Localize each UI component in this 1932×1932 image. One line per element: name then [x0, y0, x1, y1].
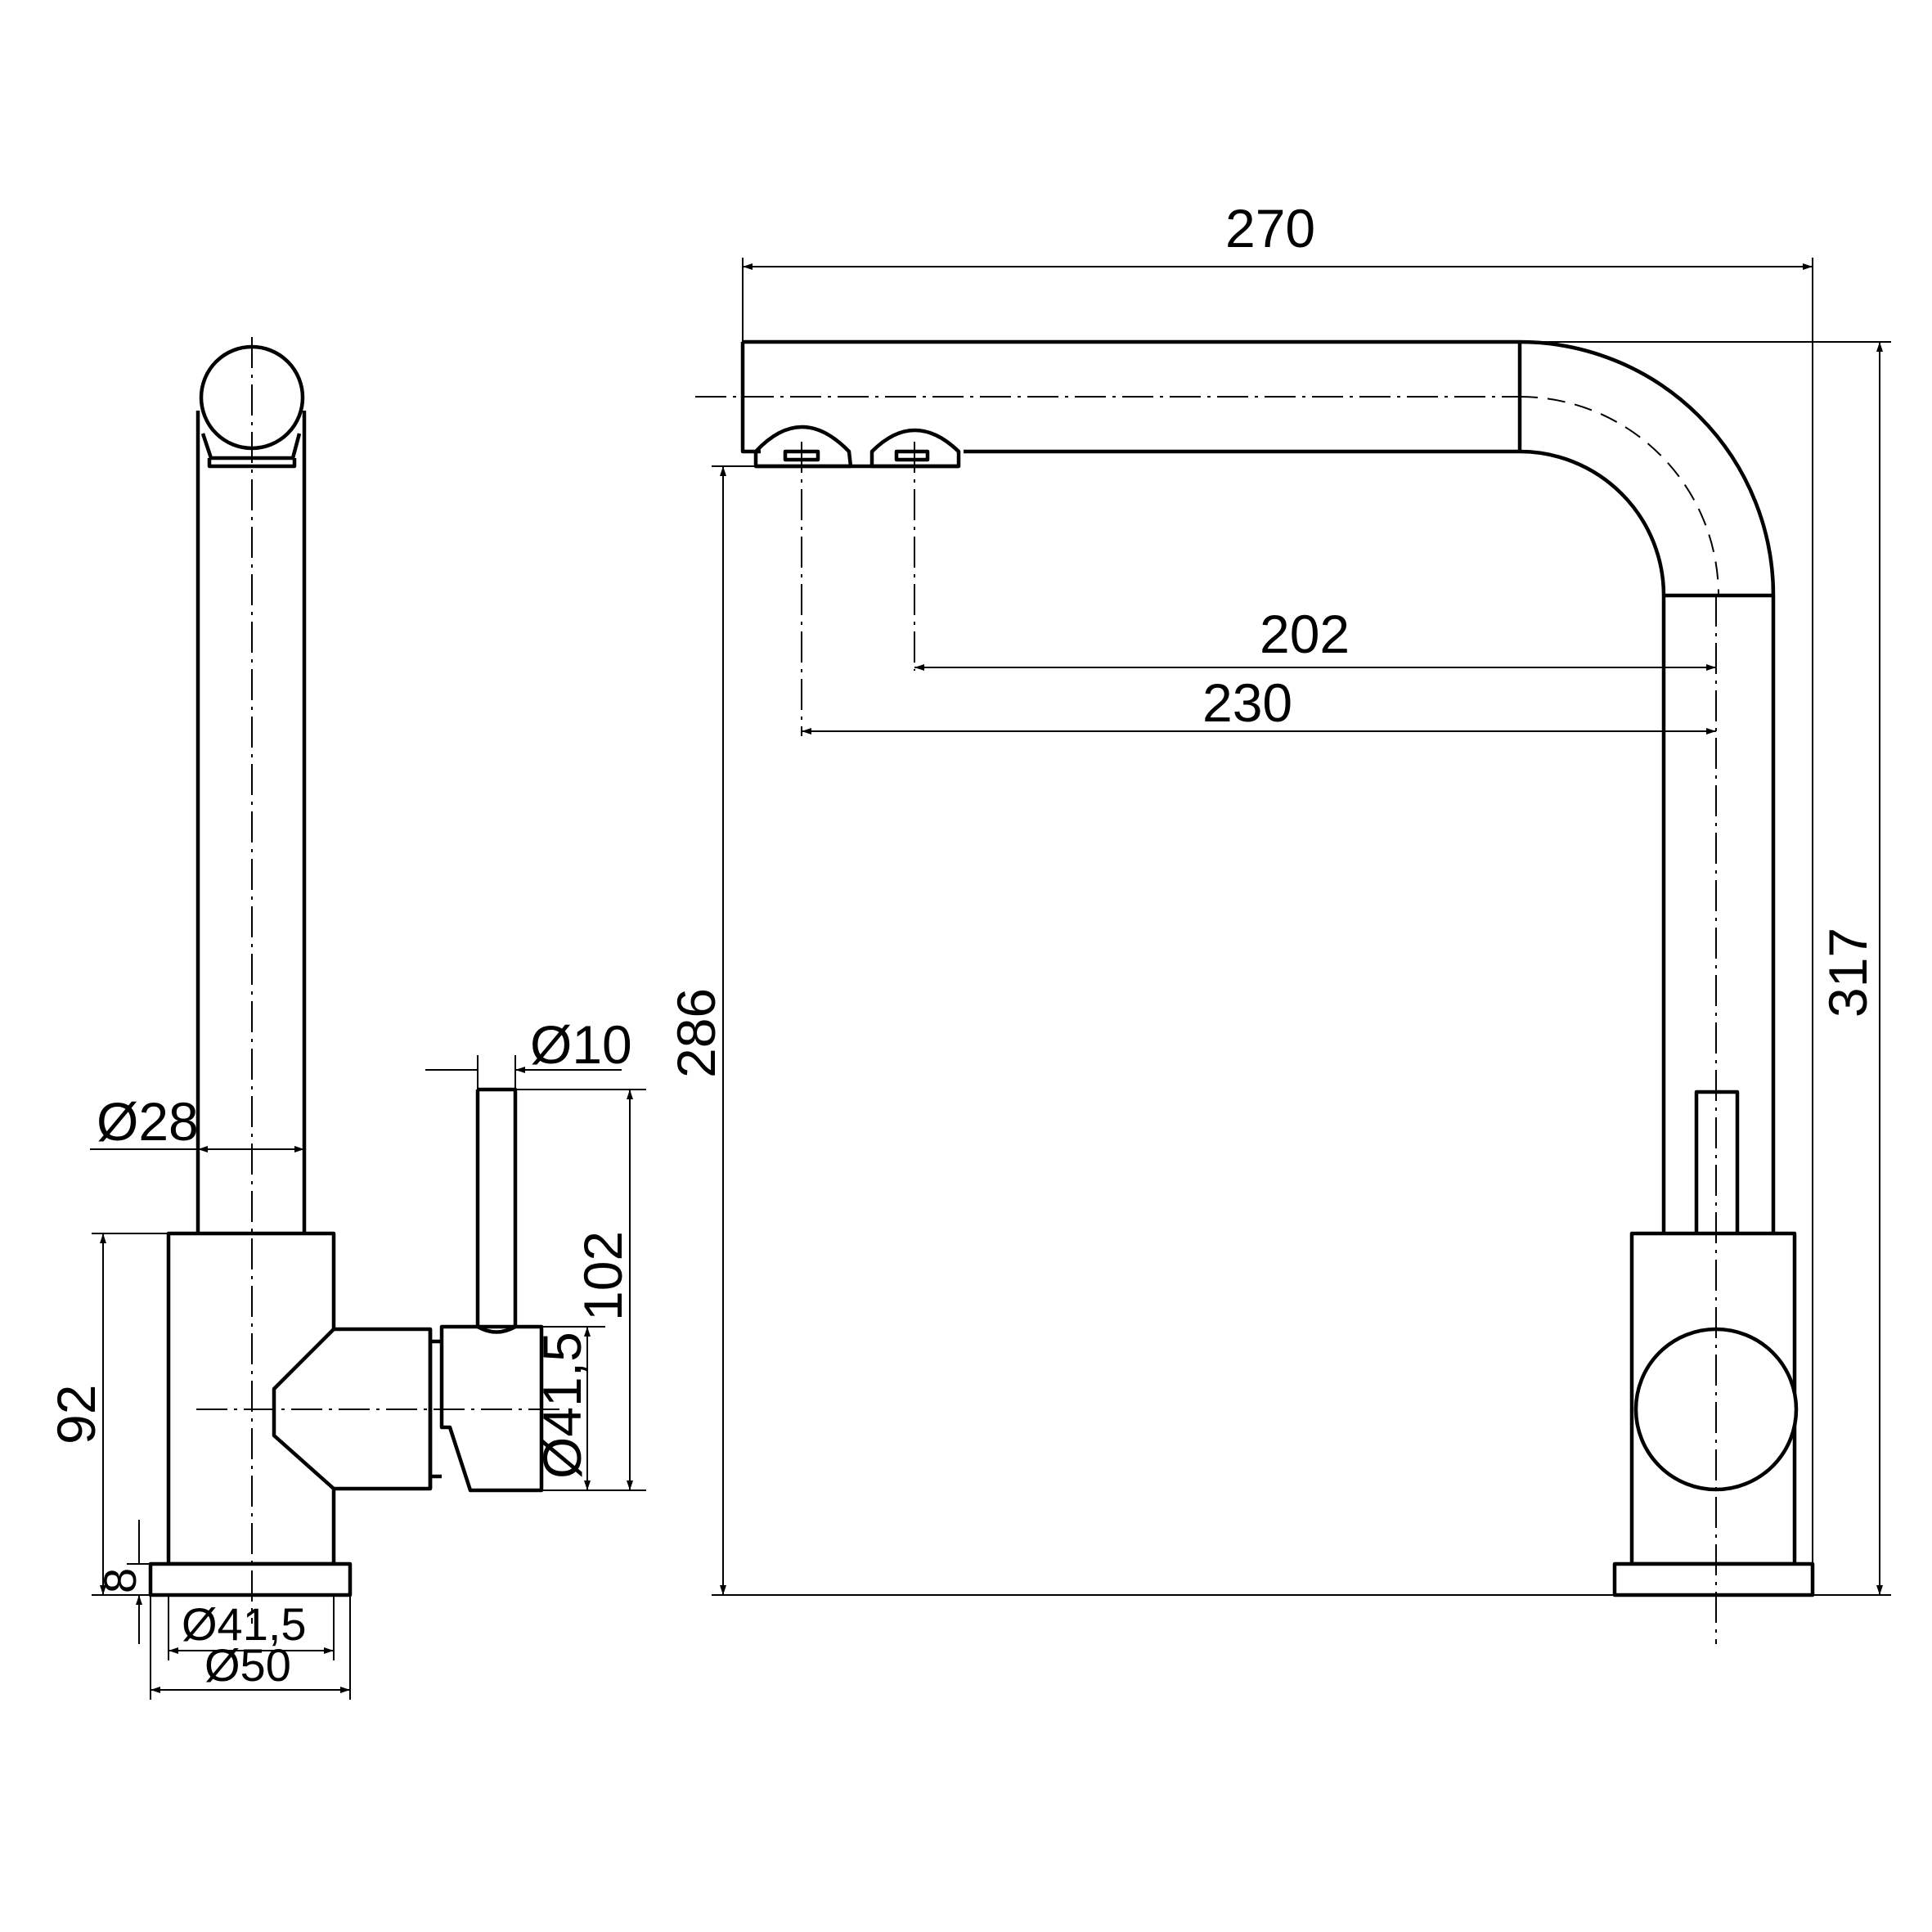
ext-lines-overall-height	[1520, 341, 1891, 1596]
label-outlet-reach-2: 202	[1260, 604, 1350, 664]
label-base-thickness: 8	[94, 1568, 146, 1593]
side-body-chamfer	[272, 1328, 335, 1490]
ext-lines-handle-dia	[541, 1326, 605, 1491]
front-spout-center-arc	[1519, 396, 1719, 596]
label-lever-dia: Ø10	[530, 1014, 632, 1075]
label-lever-height: 102	[573, 1231, 633, 1321]
side-lever	[475, 1087, 518, 1334]
label-base-dia: Ø50	[204, 1639, 291, 1691]
front-spout-outline	[740, 339, 1776, 1233]
side-view-dimensions: Ø28 Ø10 102 Ø41,5 92 8 Ø41,5 Ø50	[46, 1014, 646, 1700]
side-base	[148, 1561, 353, 1597]
label-spout-dia: Ø28	[97, 1091, 199, 1152]
label-handle-dia: Ø41,5	[532, 1332, 592, 1479]
label-body-dia: Ø41,5	[182, 1598, 307, 1650]
front-spout-joint	[1517, 342, 1773, 598]
label-overall-reach: 270	[1225, 198, 1315, 258]
front-outlet-1	[753, 425, 853, 469]
front-base	[1612, 1561, 1815, 1597]
side-view	[148, 337, 564, 1624]
side-spout-tube	[195, 411, 307, 1233]
front-outlet-bottom	[756, 449, 959, 469]
front-outlet-2	[869, 428, 961, 469]
label-overall-height: 317	[1817, 928, 1878, 1018]
side-handle-ring	[428, 1329, 442, 1489]
label-body-height: 92	[46, 1385, 106, 1445]
front-view-dimensions: 270 202 230 286 317	[666, 198, 1891, 1596]
label-outlet-reach-1: 230	[1202, 672, 1292, 733]
label-outlet-height: 286	[666, 988, 726, 1078]
ext-lines-outlet-height	[712, 465, 1615, 1596]
front-view	[695, 339, 1815, 1644]
ext-lines-overall-reach	[742, 258, 1813, 1564]
ext-lines-base-dia	[150, 1595, 351, 1700]
side-body	[166, 1231, 433, 1566]
